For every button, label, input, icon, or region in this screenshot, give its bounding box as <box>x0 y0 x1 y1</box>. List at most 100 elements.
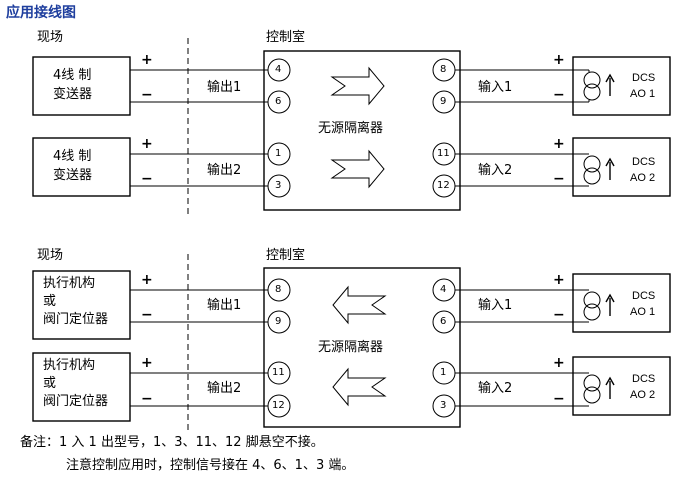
device-label: 执行机构 <box>43 358 96 373</box>
control-room-label: 控制室 <box>266 248 306 263</box>
pin-circle <box>267 394 291 418</box>
current-source-icon <box>583 155 601 185</box>
pin-number: 4 <box>440 284 447 295</box>
isolator-box-2 <box>263 267 461 428</box>
pin-circle <box>432 361 456 385</box>
device-label: 阀门定位器 <box>43 312 109 327</box>
page-title: 应用接线图 <box>6 5 76 21</box>
pin-number: 11 <box>272 367 285 378</box>
pin-circle <box>267 278 291 302</box>
minus-sign: − <box>553 87 565 103</box>
device-box-1 <box>32 56 131 116</box>
pin-number: 12 <box>272 400 285 411</box>
plus-sign: + <box>553 355 565 371</box>
current-source-icon <box>583 291 601 321</box>
device-label: 或 <box>43 376 57 391</box>
dcs-box-3 <box>572 273 671 333</box>
pin-circle <box>267 361 291 385</box>
device-box-2 <box>32 137 131 197</box>
plus-sign: + <box>141 52 153 68</box>
input-label: 输入2 <box>478 163 513 178</box>
plus-sign: + <box>553 52 565 68</box>
pin-circle <box>432 90 456 114</box>
plus-sign: + <box>553 272 565 288</box>
device-label: 变送器 <box>53 87 93 102</box>
pin-number: 8 <box>275 284 282 295</box>
pin-number: 9 <box>275 316 282 327</box>
isolator-label: 无源隔离器 <box>318 121 384 136</box>
device-label: 4线 制 <box>53 68 92 83</box>
minus-sign: − <box>141 87 153 103</box>
pin-number: 3 <box>440 400 447 411</box>
pin-circle <box>267 310 291 334</box>
device-label: 或 <box>43 294 57 309</box>
current-source-icon <box>583 70 601 102</box>
device-label: 4线 制 <box>53 149 92 164</box>
input-label: 输入1 <box>478 298 513 313</box>
pin-number: 6 <box>275 96 282 107</box>
pin-number: 3 <box>275 180 282 191</box>
dcs-label: DCS <box>632 373 656 385</box>
device-label: 阀门定位器 <box>43 394 109 409</box>
input-label: 输入1 <box>478 80 513 95</box>
dcs-box-1 <box>572 56 671 116</box>
control-room-label: 控制室 <box>266 30 306 45</box>
device-label: 变送器 <box>53 168 93 183</box>
output-label: 输出2 <box>207 381 242 396</box>
pin-circle <box>432 394 456 418</box>
minus-sign: − <box>141 391 153 407</box>
dcs-label: DCS <box>632 156 656 168</box>
minus-sign: − <box>553 171 565 187</box>
minus-sign: − <box>141 307 153 323</box>
dcs-channel: AO 1 <box>630 306 656 318</box>
pin-number: 1 <box>275 148 282 159</box>
input-label: 输入2 <box>478 381 513 396</box>
pin-number: 9 <box>440 96 447 107</box>
dcs-channel: AO 1 <box>630 88 656 100</box>
field-label: 现场 <box>37 248 64 263</box>
field-label: 现场 <box>37 30 64 45</box>
pin-circle <box>267 174 291 198</box>
arrow-right-icon <box>330 66 385 106</box>
current-source-icon <box>583 374 601 404</box>
pin-circle <box>432 142 456 166</box>
device-box-4 <box>32 352 131 422</box>
dcs-label: DCS <box>632 290 656 302</box>
device-label: 执行机构 <box>43 276 96 291</box>
isolator-label: 无源隔离器 <box>318 340 384 355</box>
pin-number: 8 <box>440 64 447 75</box>
pin-circle <box>432 278 456 302</box>
plus-sign: + <box>141 272 153 288</box>
arrow-right-icon <box>330 149 385 189</box>
device-box-3 <box>32 270 131 340</box>
pin-number: 6 <box>440 316 447 327</box>
output-label: 输出1 <box>207 80 242 95</box>
pin-circle <box>267 90 291 114</box>
pin-circle <box>432 58 456 82</box>
note-line-2: 注意控制应用时，控制信号接在 4、6、1、3 端。 <box>66 458 355 473</box>
pin-number: 12 <box>437 180 450 191</box>
dcs-box-4 <box>572 356 671 416</box>
pin-circle <box>432 174 456 198</box>
plus-sign: + <box>141 355 153 371</box>
pin-circle <box>267 142 291 166</box>
output-label: 输出2 <box>207 163 242 178</box>
output-label: 输出1 <box>207 298 242 313</box>
dcs-channel: AO 2 <box>630 172 656 184</box>
pin-circle <box>432 310 456 334</box>
minus-sign: − <box>553 307 565 323</box>
dcs-label: DCS <box>632 72 656 84</box>
arrow-left-icon <box>332 285 387 325</box>
up-arrow-icon <box>605 73 615 399</box>
pin-number: 11 <box>437 148 450 159</box>
dcs-channel: AO 2 <box>630 389 656 401</box>
pin-circle <box>267 58 291 82</box>
plus-sign: + <box>141 136 153 152</box>
arrow-left-icon <box>332 367 387 407</box>
minus-sign: − <box>141 171 153 187</box>
minus-sign: − <box>553 391 565 407</box>
plus-sign: + <box>553 136 565 152</box>
isolator-box-1 <box>263 50 461 211</box>
pin-number: 4 <box>275 64 282 75</box>
pin-number: 1 <box>440 367 447 378</box>
